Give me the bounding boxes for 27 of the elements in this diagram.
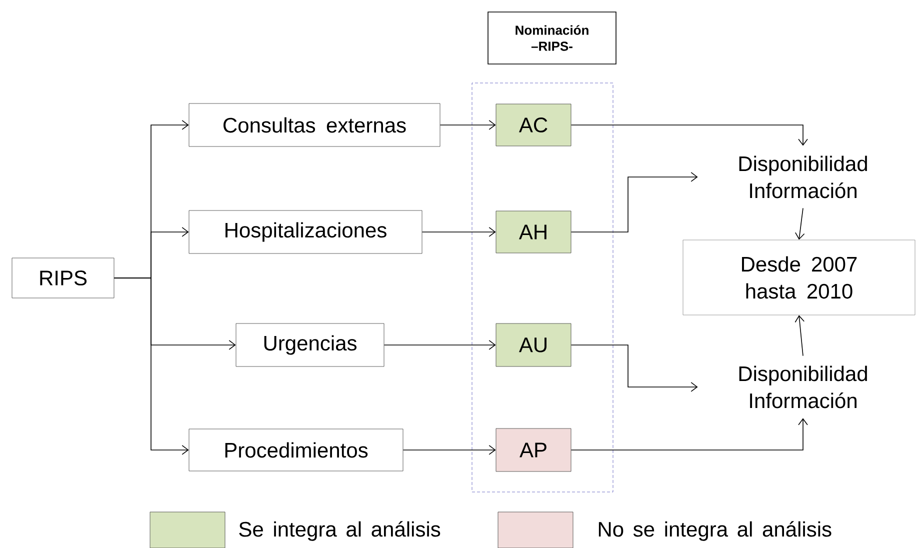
process-box: Urgencias [236,323,384,367]
legend-label: Se integra al análisis [239,521,440,541]
arrow [440,120,496,130]
arrow [384,340,496,350]
arrow [422,227,496,237]
process-box: Consultas externas [188,103,440,147]
arrow [570,172,698,232]
arrow [794,208,805,240]
legend-label: No se integra al análisis [598,521,832,541]
header-box: Nominación –RIPS- [488,12,616,64]
code-box: AC [496,104,572,146]
arrow [114,278,189,455]
arrow [794,315,805,356]
code-box: AP [496,428,572,472]
code-box: AH [496,210,572,254]
arrow [570,418,808,450]
process-box: Hospitalizaciones [188,210,422,254]
text-label: Disponibilidad Información [739,156,867,198]
date-box: Desde 2007 hasta 2010 [682,240,916,316]
arrow [570,124,808,146]
arrow [402,445,496,455]
text-label: Disponibilidad Información [739,366,867,408]
arrow [570,344,698,392]
process-box: RIPS [12,258,114,298]
process-box: Procedimientos [188,428,404,472]
group-frame [472,82,614,492]
code-box: AU [496,323,572,367]
